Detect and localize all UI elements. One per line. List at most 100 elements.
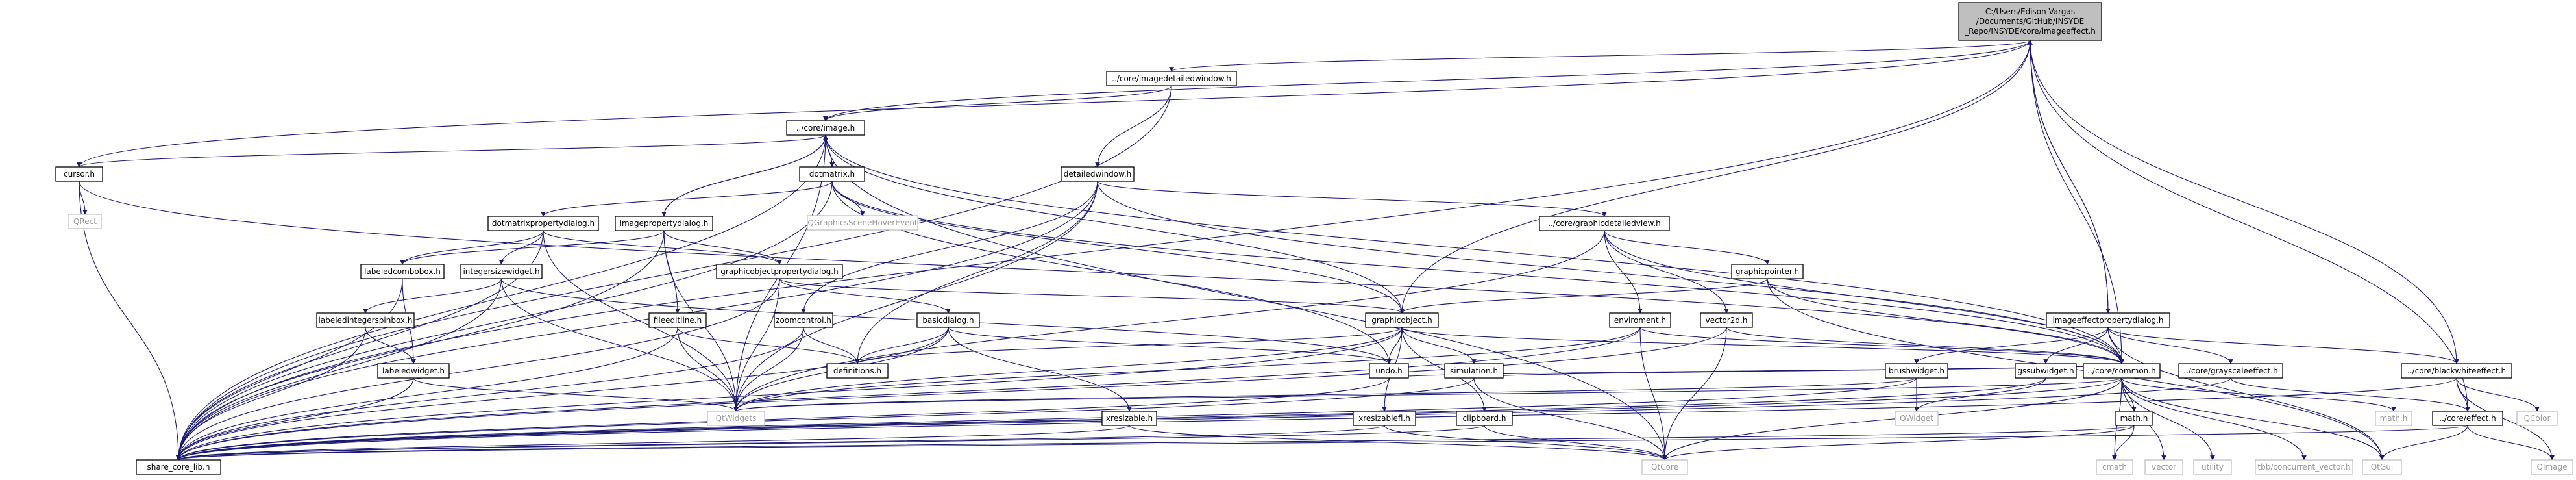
node-dotmatrix-h[interactable]: dotmatrix.h bbox=[799, 166, 865, 182]
node-box bbox=[136, 459, 221, 475]
file-nodes: C:/Users/Edison Vargas/Documents/GitHub/… bbox=[55, 2, 2573, 475]
node-label: ../core/common.h bbox=[2087, 366, 2155, 375]
node-core-effect-h[interactable]: ../core/effect.h bbox=[2432, 411, 2503, 426]
node-box bbox=[2362, 459, 2402, 475]
edge-math-to-sharecore bbox=[176, 425, 2135, 461]
node-box bbox=[487, 216, 599, 231]
node-label: ../core/image.h bbox=[796, 123, 855, 133]
node-integersizewidget-h[interactable]: integersizewidget.h bbox=[460, 264, 543, 279]
node-box bbox=[807, 215, 918, 231]
node-dotmatrixpropertydialog-h[interactable]: dotmatrixpropertydialog.h bbox=[487, 216, 599, 231]
node-graphicpointer-h[interactable]: graphicpointer.h bbox=[1731, 264, 1804, 279]
node-core-blackwhiteeffect-h[interactable]: ../core/blackwhiteeffect.h bbox=[2401, 363, 2512, 379]
node-labeledwidget-h[interactable]: labeledwidget.h bbox=[377, 363, 450, 379]
edge-root-to-sharecore bbox=[176, 40, 2031, 461]
node-label: dotmatrix.h bbox=[809, 170, 855, 179]
node-box bbox=[316, 312, 415, 328]
edge-integersizewidget-to-sharecore bbox=[176, 278, 502, 461]
edge-root-to-common bbox=[2030, 40, 2124, 364]
node-label: gssubwidget.h bbox=[2017, 366, 2074, 375]
node-detailedwindow-h[interactable]: detailedwindow.h bbox=[1061, 166, 1135, 182]
edge-detailedwindow-to-zoomcontrol bbox=[801, 181, 1098, 314]
node-box bbox=[460, 264, 543, 279]
node-math-h[interactable]: math.h bbox=[2115, 411, 2153, 426]
edge-basicdialog-to-sharecore bbox=[176, 327, 949, 461]
edge-graphicdetailedview-to-enviroment bbox=[1604, 230, 1643, 314]
node-label: imageeffectpropertydialog.h bbox=[2052, 316, 2163, 325]
node-imageeffectpropertydialog-h[interactable]: imageeffectpropertydialog.h bbox=[2046, 312, 2170, 328]
node-box bbox=[2178, 363, 2283, 379]
node-simulation-h[interactable]: simulation.h bbox=[1444, 363, 1504, 379]
edge-graphicpointer-to-common bbox=[1767, 278, 2124, 364]
node-label: ../core/graphicdetailedview.h bbox=[1548, 219, 1660, 228]
edge-brushwidget-to-qtwidgets bbox=[733, 377, 1917, 412]
node-core-imagedetailedwindow-h[interactable]: ../core/imagedetailedwindow.h bbox=[1106, 71, 1237, 86]
node-label: tbb/concurrent_vector.h bbox=[2257, 462, 2350, 472]
node-clipboard-h[interactable]: clipboard.h bbox=[1456, 411, 1513, 426]
node-core-grayscaleeffect-h[interactable]: ../core/grayscaleeffect.h bbox=[2178, 363, 2283, 379]
node-imagepropertydialog-h[interactable]: imagepropertydialog.h bbox=[615, 216, 713, 231]
edge-dotmatrix-to-sharecore bbox=[176, 181, 833, 461]
edge-math-to-cmath bbox=[2112, 425, 2135, 461]
node-definitions-h[interactable]: definitions.h bbox=[826, 363, 889, 379]
node-box bbox=[2083, 363, 2161, 379]
edge-labeledwidget-to-qtwidgets bbox=[413, 377, 739, 412]
node-label: xresizable.h bbox=[1106, 414, 1153, 423]
node-core-common-h[interactable]: ../core/common.h bbox=[2083, 363, 2161, 379]
node-graphicobjectpropertydialog-h[interactable]: graphicobjectpropertydialog.h bbox=[716, 264, 843, 279]
node-cursor-h[interactable]: cursor.h bbox=[55, 166, 103, 182]
node-label: ../core/blackwhiteeffect.h bbox=[2407, 366, 2506, 375]
edge-detailedwindow-to-common bbox=[1097, 181, 2124, 364]
node-box bbox=[1885, 363, 1948, 379]
node-zoomcontrol-h[interactable]: zoomcontrol.h bbox=[774, 312, 833, 328]
edge-imagepropertydialog-to-image bbox=[663, 134, 828, 217]
node-label: basicdialog.h bbox=[922, 316, 974, 325]
edge-effect-to-qtgui bbox=[2379, 425, 2468, 461]
node-labeledintegerspinbox-h[interactable]: labeledintegerspinbox.h bbox=[316, 312, 415, 328]
edge-dotmatrixpropertydialog-to-integersizewidget bbox=[498, 230, 544, 265]
node-graphicobject-h[interactable]: graphicobject.h bbox=[1365, 312, 1439, 328]
node-box bbox=[2015, 363, 2077, 379]
node-enviroment-h[interactable]: enviroment.h bbox=[1609, 312, 1671, 328]
edge-root-to-graphicobject bbox=[1399, 40, 2031, 314]
node-qwidget: QWidget bbox=[1895, 411, 1939, 426]
edge-image-to-sharecore bbox=[176, 134, 826, 461]
node-label: integersizewidget.h bbox=[463, 267, 539, 276]
node-undo-h[interactable]: undo.h bbox=[1369, 363, 1409, 379]
node-label: QImage bbox=[2536, 462, 2567, 472]
node-label: C:/Users/Edison Vargas bbox=[1985, 7, 2075, 16]
node-core-graphicdetailedview-h[interactable]: ../core/graphicdetailedview.h bbox=[1539, 216, 1670, 231]
node-box bbox=[2432, 411, 2503, 426]
node-basicdialog-h[interactable]: basicdialog.h bbox=[916, 312, 980, 328]
edge-fileeditline-to-sharecore bbox=[176, 327, 678, 461]
edge-imagepropertydialog-to-sharecore bbox=[176, 230, 665, 461]
edge-imageeffectpropertydialog-to-blackwhiteeffect bbox=[2107, 327, 2459, 364]
node-vector2d-h[interactable]: vector2d.h bbox=[1700, 312, 1753, 328]
node-xresizable-h[interactable]: xresizable.h bbox=[1101, 411, 1157, 426]
node-core-image-h[interactable]: ../core/image.h bbox=[786, 120, 865, 136]
edge-common-to-qtgui bbox=[2121, 377, 2385, 461]
node-label: QColor bbox=[2524, 414, 2551, 423]
edge-vector2d-to-sharecore bbox=[176, 327, 1727, 461]
node-box bbox=[1609, 312, 1671, 328]
node-share-core-lib-h[interactable]: share_core_lib.h bbox=[136, 459, 221, 475]
node-box bbox=[786, 120, 865, 136]
node-label: simulation.h bbox=[1450, 366, 1498, 375]
node-box bbox=[1895, 411, 1939, 426]
node-gssubwidget-h[interactable]: gssubwidget.h bbox=[2015, 363, 2077, 379]
edge-imageeffectpropertydialog-to-grayscaleeffect bbox=[2107, 327, 2233, 364]
node-c-users-edison-vargas-documents-github-insyde-repo-insyde-core-imageeffect-h[interactable]: C:/Users/Edison Vargas/Documents/GitHub/… bbox=[1958, 2, 2102, 41]
node-fileeditline-h[interactable]: fileeditline.h bbox=[648, 312, 707, 328]
node-box bbox=[2255, 459, 2353, 475]
node-brushwidget-h[interactable]: brushwidget.h bbox=[1885, 363, 1948, 379]
node-box bbox=[707, 411, 765, 426]
node-xresizablefl-h[interactable]: xresizablefl.h bbox=[1353, 411, 1416, 426]
edge-imagedetailedwindow-to-image bbox=[823, 85, 1172, 121]
node-labeledcombobox-h[interactable]: labeledcombobox.h bbox=[360, 264, 445, 279]
node-label: ../core/imagedetailedwindow.h bbox=[1112, 74, 1231, 83]
node-qtcore: QtCore bbox=[1641, 459, 1688, 475]
edge-common-to-qtcore bbox=[1662, 377, 2122, 461]
node-label: brushwidget.h bbox=[1889, 366, 1944, 375]
edge-xresizable-to-qtcore bbox=[1129, 425, 1667, 461]
edge-enviroment-to-qtwidgets bbox=[733, 327, 1641, 412]
